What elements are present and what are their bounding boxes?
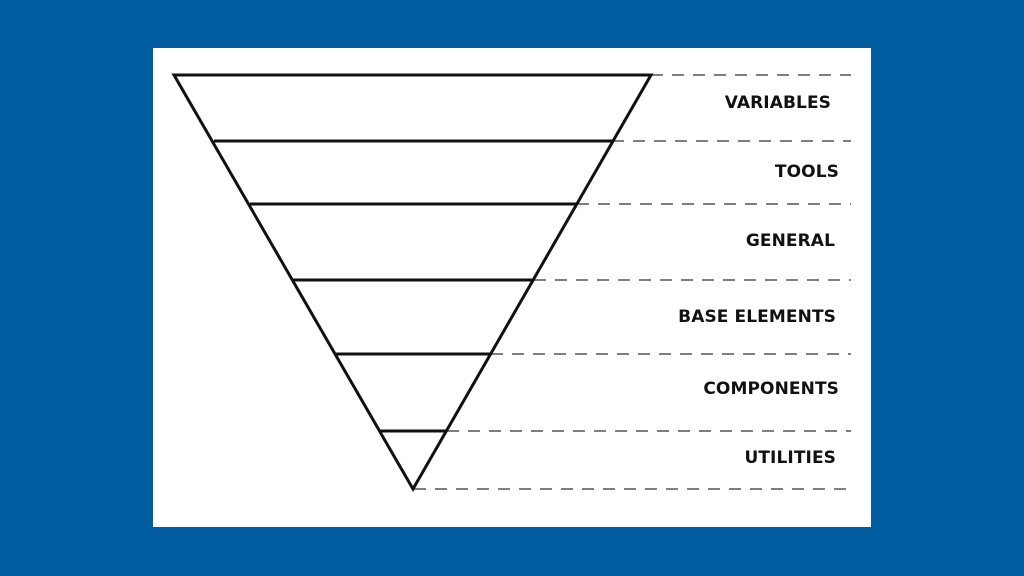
inverted-triangle-diagram [171, 73, 851, 493]
layer-label-general: GENERAL [745, 231, 835, 251]
diagram-card: VARIABLES TOOLS GENERAL BASE ELEMENTS CO… [153, 48, 871, 527]
layer-label-variables: VARIABLES [724, 93, 831, 113]
layer-label-tools: TOOLS [774, 162, 839, 182]
triangle-outline [171, 73, 654, 493]
layer-label-utilities: UTILITIES [744, 448, 836, 468]
layer-label-base-elements: BASE ELEMENTS [678, 307, 836, 327]
layer-label-components: COMPONENTS [703, 379, 839, 399]
